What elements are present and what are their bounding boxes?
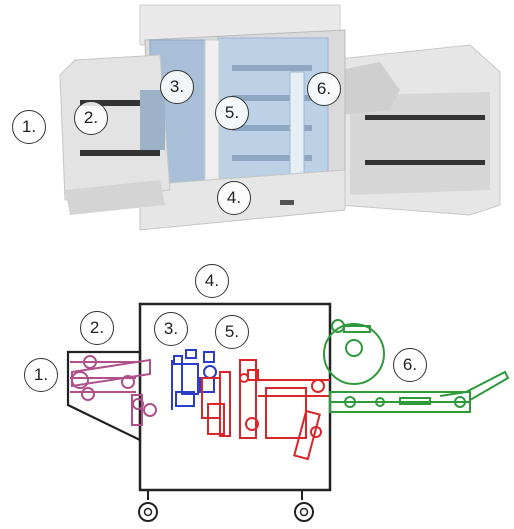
schematic-callout-2: 2. xyxy=(80,311,114,345)
photo-callout-2: 2. xyxy=(74,101,108,135)
photo-callout-3: 3. xyxy=(160,70,194,104)
schematic-callout-4: 4. xyxy=(195,264,229,298)
photo-callout-4: 4. xyxy=(217,181,251,215)
schematic-callout-6: 6. xyxy=(393,348,427,382)
schematic-callout-5: 5. xyxy=(215,315,249,349)
caster-left xyxy=(138,490,158,522)
schematic-callout-3: 3. xyxy=(154,312,188,346)
module-3 xyxy=(171,349,217,410)
module-5 xyxy=(201,359,330,461)
photo-callout-5: 5. xyxy=(215,96,249,130)
feeder-module xyxy=(66,350,157,442)
photo-callout-6: 6. xyxy=(307,72,341,106)
schematic-callout-1: 1. xyxy=(24,358,58,392)
photo-callout-1: 1. xyxy=(12,110,46,144)
caster-right xyxy=(294,490,314,522)
